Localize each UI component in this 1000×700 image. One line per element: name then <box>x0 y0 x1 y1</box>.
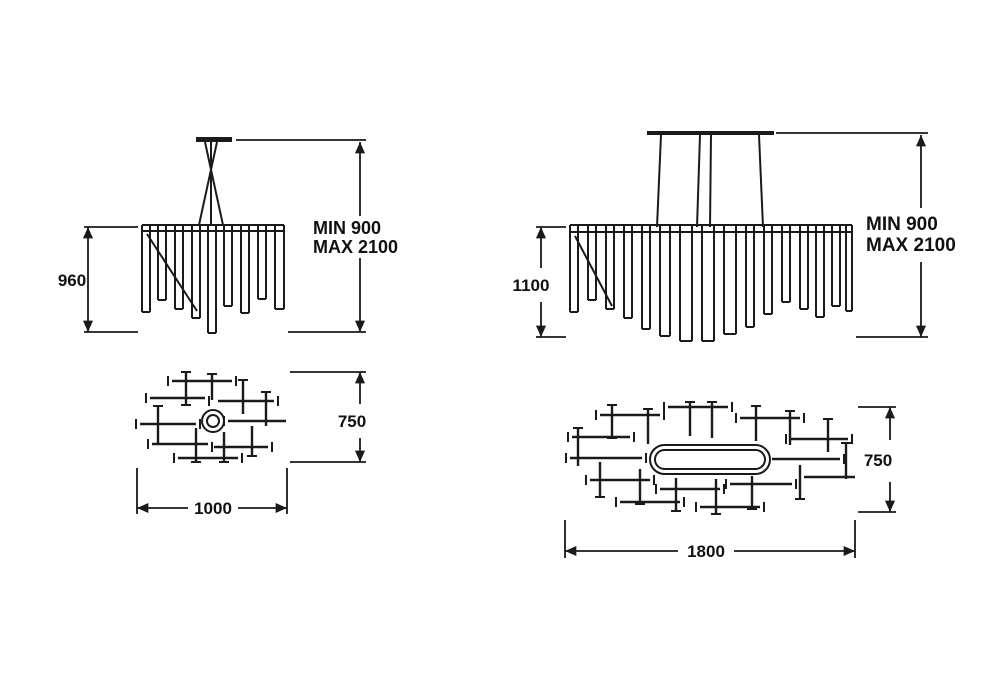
right-shade-slats <box>569 225 853 342</box>
dim-left-plan-depth: 750 <box>290 371 366 463</box>
dim-left-plan-width: 1000 <box>136 468 288 518</box>
dim-right-plan-depth-label: 750 <box>864 451 892 470</box>
dim-left-suspension-extensions <box>236 139 366 333</box>
dim-right-suspension-extensions <box>776 132 928 338</box>
dim-right-suspension-max-label: MAX 2100 <box>866 235 956 256</box>
dim-left-height-label: 960 <box>58 271 86 290</box>
left-plan-center-ring-inner <box>206 414 220 428</box>
dim-left-suspension-min-label: MIN 900 <box>313 218 381 238</box>
dim-right-height-label: 1100 <box>513 276 550 295</box>
dim-right-suspension-min-label: MIN 900 <box>866 214 938 235</box>
dim-right-plan-width: 1800 <box>564 520 856 561</box>
right-ceiling-canopy <box>647 131 774 135</box>
dim-right-plan-depth: 750 <box>858 406 896 513</box>
dim-left-suspension: MIN 900 MAX 2100 <box>236 139 398 333</box>
left-fixture-elevation <box>141 137 285 334</box>
right-shade-diagonal <box>574 235 613 307</box>
left-shade-rim <box>142 224 284 232</box>
dim-right-suspension: MIN 900 MAX 2100 <box>776 132 956 338</box>
dim-right-plan-width-label: 1800 <box>687 542 725 561</box>
dim-left-plan-width-label: 1000 <box>194 499 232 518</box>
dim-left-height-extensions <box>84 226 138 333</box>
left-ceiling-canopy <box>196 137 232 142</box>
right-plan-slat-bars <box>570 402 855 514</box>
right-plan-slat-ticks <box>565 401 853 515</box>
left-shade-slats <box>141 225 285 334</box>
dim-left-plan-depth-label: 750 <box>338 412 366 431</box>
left-fixture-plan <box>135 371 286 463</box>
left-shade-diagonal <box>146 233 198 312</box>
right-fixture-plan <box>565 401 855 515</box>
right-suspension-drum <box>656 134 764 228</box>
left-plan-slat-bars <box>140 372 286 462</box>
right-shade-rim <box>570 224 852 233</box>
right-fixture-elevation <box>569 131 853 342</box>
left-suspension-cables <box>198 141 224 226</box>
dim-left-height: 960 <box>58 226 138 333</box>
dim-right-height: 1100 <box>513 226 566 338</box>
dim-left-plan-depth-extensions <box>290 371 366 463</box>
right-plan-center-ring-inner <box>654 449 766 470</box>
dim-left-suspension-max-label: MAX 2100 <box>313 237 398 257</box>
